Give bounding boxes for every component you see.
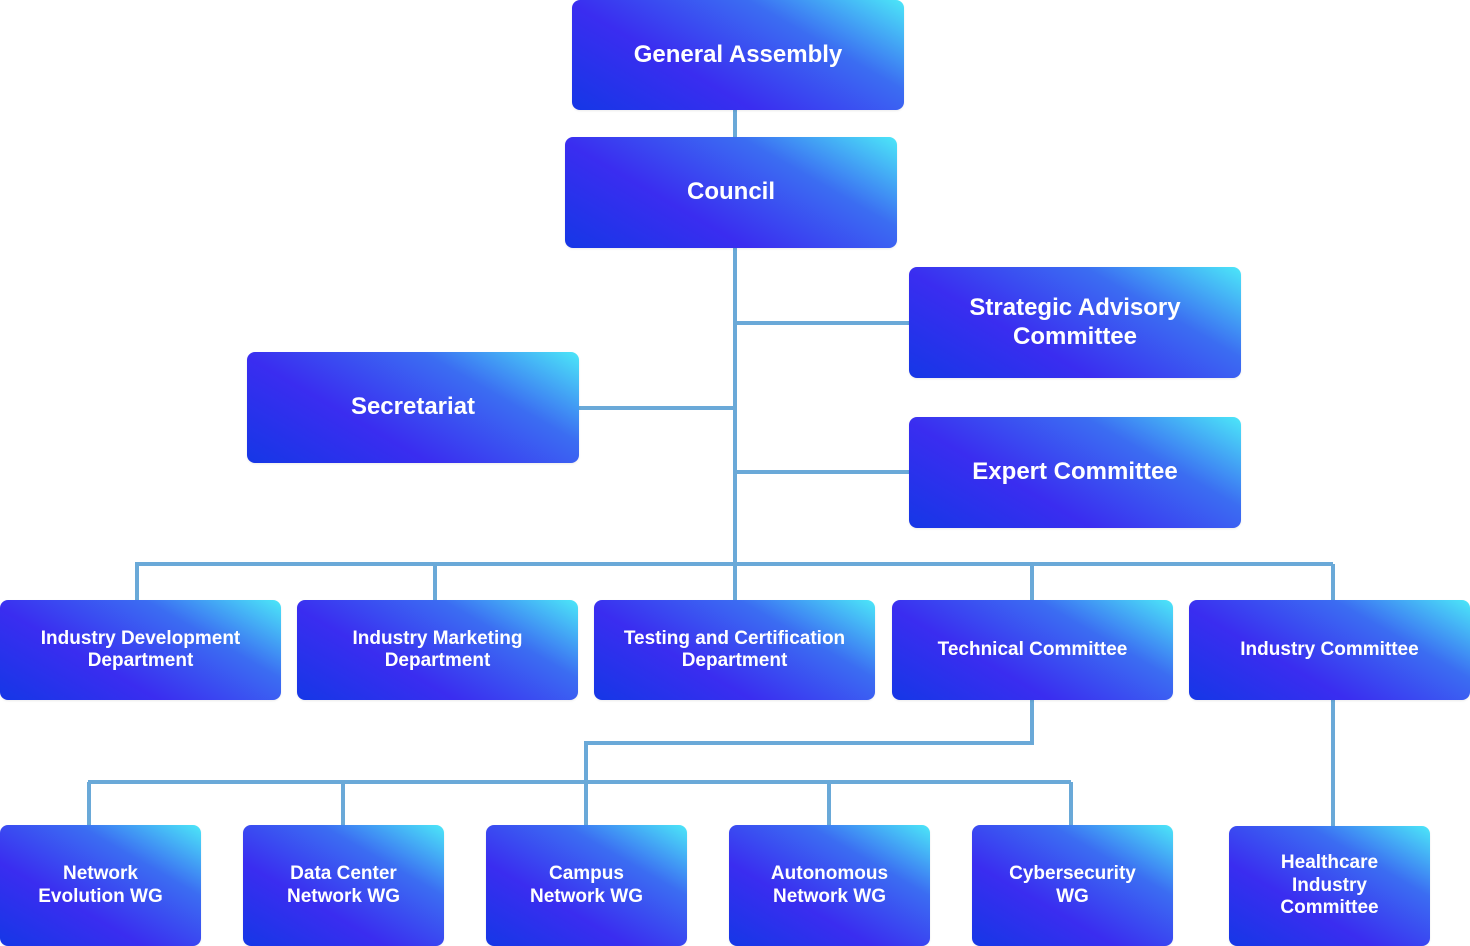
industry-development-department-box: Industry Development Department: [0, 600, 281, 700]
network-evolution-wg-label: Network Evolution WG: [38, 863, 163, 907]
autonomous-network-wg-box: Autonomous Network WG: [729, 825, 930, 946]
campus-network-wg-box: Campus Network WG: [486, 825, 687, 946]
general-assembly-box: General Assembly: [572, 0, 904, 110]
industry-committee-label: Industry Committee: [1240, 638, 1419, 660]
industry-marketing-department-label: Industry Marketing Department: [352, 627, 523, 671]
strategic-advisory-committee-box: Strategic Advisory Committee: [909, 267, 1241, 378]
general-assembly-label: General Assembly: [633, 40, 843, 68]
autonomous-network-wg-label: Autonomous Network WG: [770, 863, 889, 907]
council-box: Council: [565, 137, 897, 248]
technical-committee-label: Technical Committee: [937, 638, 1128, 660]
secretariat-label: Secretariat: [350, 393, 476, 421]
data-center-network-wg-label: Data Center Network WG: [287, 863, 400, 907]
healthcare-industry-committee-box: Healthcare Industry Committee: [1229, 826, 1430, 946]
industry-committee-box: Industry Committee: [1189, 600, 1470, 700]
network-evolution-wg-box: Network Evolution WG: [0, 825, 201, 946]
cybersecurity-wg-label: Cybersecurity WG: [1009, 863, 1136, 907]
technical-committee-box: Technical Committee: [892, 600, 1173, 700]
secretariat-box: Secretariat: [247, 352, 579, 463]
industry-development-department-label: Industry Development Department: [40, 627, 241, 671]
cybersecurity-wg-box: Cybersecurity WG: [972, 825, 1173, 946]
data-center-network-wg-box: Data Center Network WG: [243, 825, 444, 946]
expert-committee-label: Expert Committee: [972, 458, 1178, 486]
expert-committee-box: Expert Committee: [909, 417, 1241, 528]
campus-network-wg-label: Campus Network WG: [530, 863, 643, 907]
connector-technical-down: [584, 700, 1034, 782]
testing-certification-department-box: Testing and Certification Department: [594, 600, 875, 700]
testing-certification-department-label: Testing and Certification Department: [623, 627, 846, 671]
industry-marketing-department-box: Industry Marketing Department: [297, 600, 578, 700]
healthcare-industry-committee-label: Healthcare Industry Committee: [1280, 852, 1379, 919]
strategic-advisory-committee-label: Strategic Advisory Committee: [969, 294, 1181, 350]
council-label: Council: [687, 178, 775, 206]
